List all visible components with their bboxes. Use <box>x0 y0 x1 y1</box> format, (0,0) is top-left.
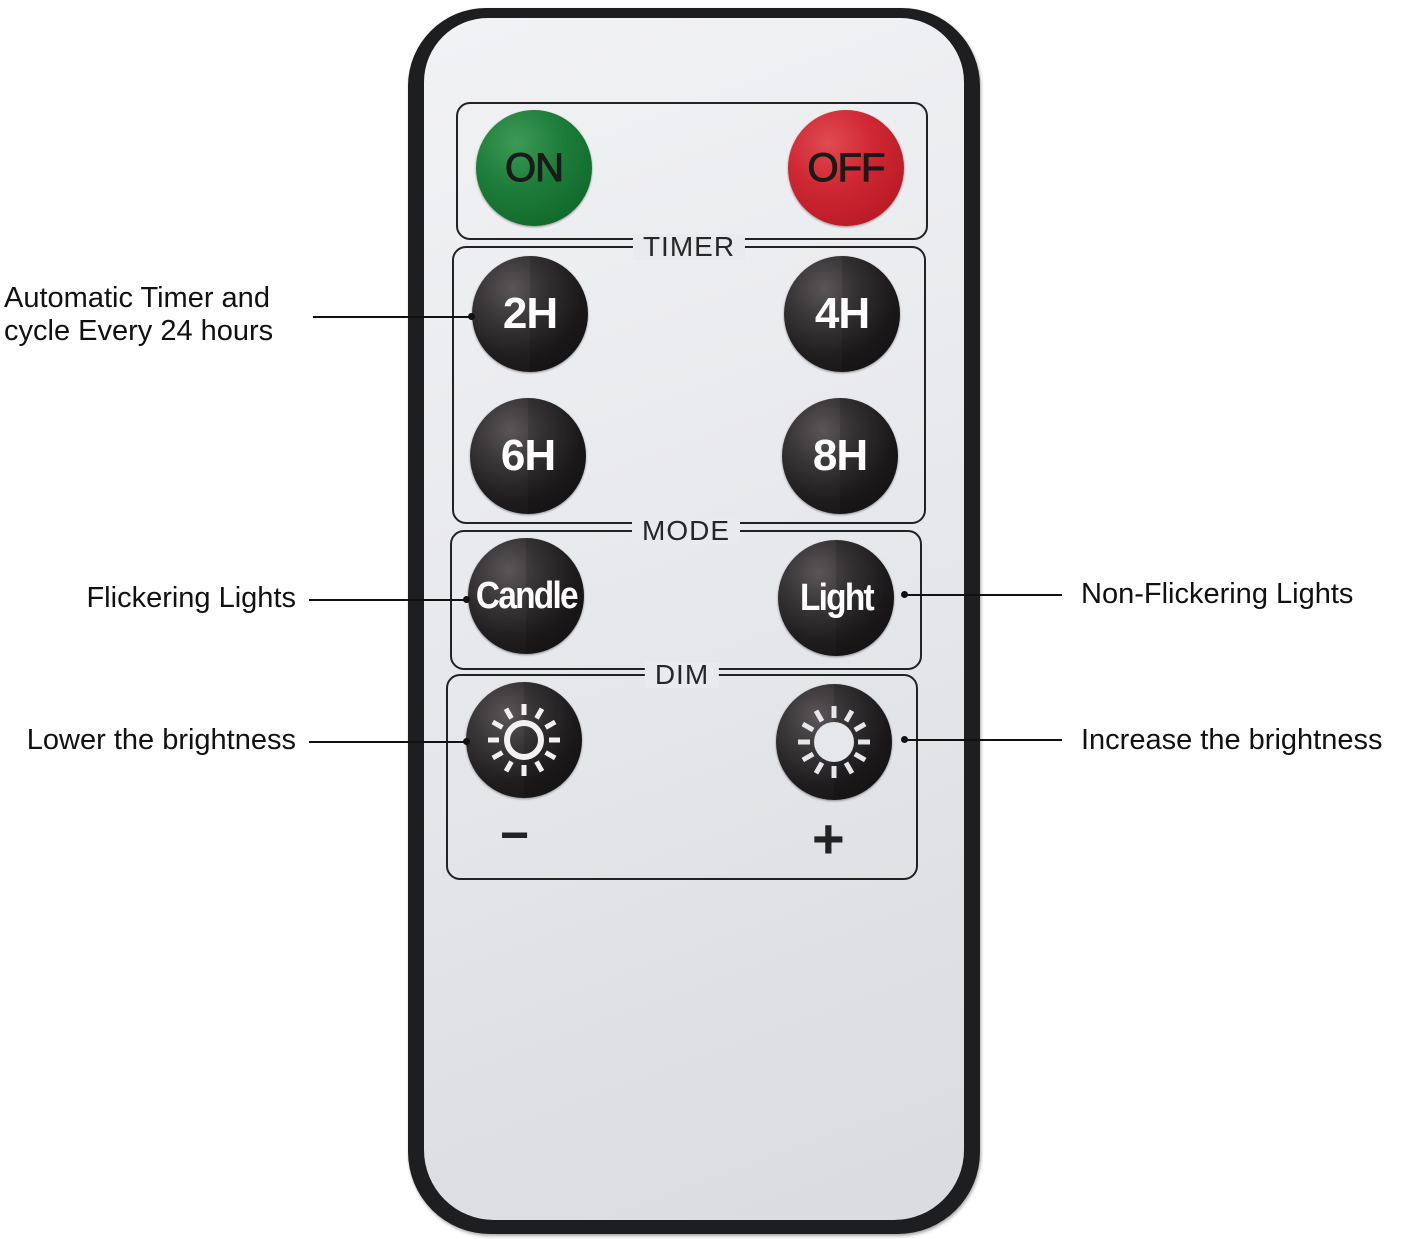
mode-panel: MODE Candle Light <box>450 517 922 670</box>
timer-6h-label: 6H <box>500 431 556 480</box>
dim-up-button[interactable] <box>776 684 892 800</box>
timer-4h-button[interactable]: 4H <box>784 256 900 372</box>
off-label: OFF <box>807 145 886 190</box>
timer-leader-line <box>313 316 471 318</box>
timer-2h-label: 2H <box>502 289 558 338</box>
timer-2h-button[interactable]: 2H <box>472 256 588 372</box>
off-button[interactable]: OFF <box>788 110 904 226</box>
candle-callout: Flickering Lights <box>86 582 296 614</box>
timer-panel: TIMER 2H 4H 6H 8H <box>452 233 926 524</box>
light-callout: Non-Flickering Lights <box>1081 578 1354 610</box>
timer-6h-button[interactable]: 6H <box>470 398 586 514</box>
dim-down-button[interactable] <box>466 682 582 798</box>
timer-8h-button[interactable]: 8H <box>782 398 898 514</box>
timer-callout-line2: cycle Every 24 hours <box>4 315 274 347</box>
dim-up-leader-line <box>904 739 1062 741</box>
minus-sign: − <box>500 807 530 863</box>
dim-title: DIM <box>644 661 720 689</box>
sun-outline-icon <box>488 704 560 776</box>
timer-4h-label: 4H <box>814 289 870 338</box>
remote-control: ON OFF TIMER 2H 4H 6H 8H MODE <box>408 8 980 1234</box>
light-leader-dot <box>901 591 908 598</box>
light-mode-button[interactable]: Light <box>778 540 894 656</box>
dim-panel: DIM <box>446 661 918 880</box>
sun-filled-icon <box>798 706 870 778</box>
plus-sign: + <box>812 807 845 870</box>
on-label: ON <box>505 145 565 190</box>
light-label: Light <box>799 576 875 619</box>
timer-8h-label: 8H <box>812 431 868 480</box>
mode-title: MODE <box>632 517 740 545</box>
on-button[interactable]: ON <box>476 110 592 226</box>
timer-callout-line1: Automatic Timer and <box>4 282 270 314</box>
candle-mode-button[interactable]: Candle <box>468 538 584 654</box>
dim-down-callout: Lower the brightness <box>26 724 296 756</box>
power-panel: ON OFF <box>456 102 928 240</box>
dim-down-leader-dot <box>463 738 470 745</box>
candle-label: Candle <box>475 574 579 617</box>
dim-down-leader-line <box>309 741 467 743</box>
dim-up-leader-dot <box>901 736 908 743</box>
remote-face: ON OFF TIMER 2H 4H 6H 8H MODE <box>424 18 964 1220</box>
light-leader-line <box>904 594 1062 596</box>
candle-leader-line <box>309 599 467 601</box>
timer-title: TIMER <box>632 233 746 261</box>
timer-leader-dot <box>468 313 475 320</box>
dim-up-callout: Increase the brightness <box>1081 724 1383 756</box>
timer-callout: Automatic Timer and cycle Every 24 hours <box>4 282 273 348</box>
candle-leader-dot <box>463 596 470 603</box>
